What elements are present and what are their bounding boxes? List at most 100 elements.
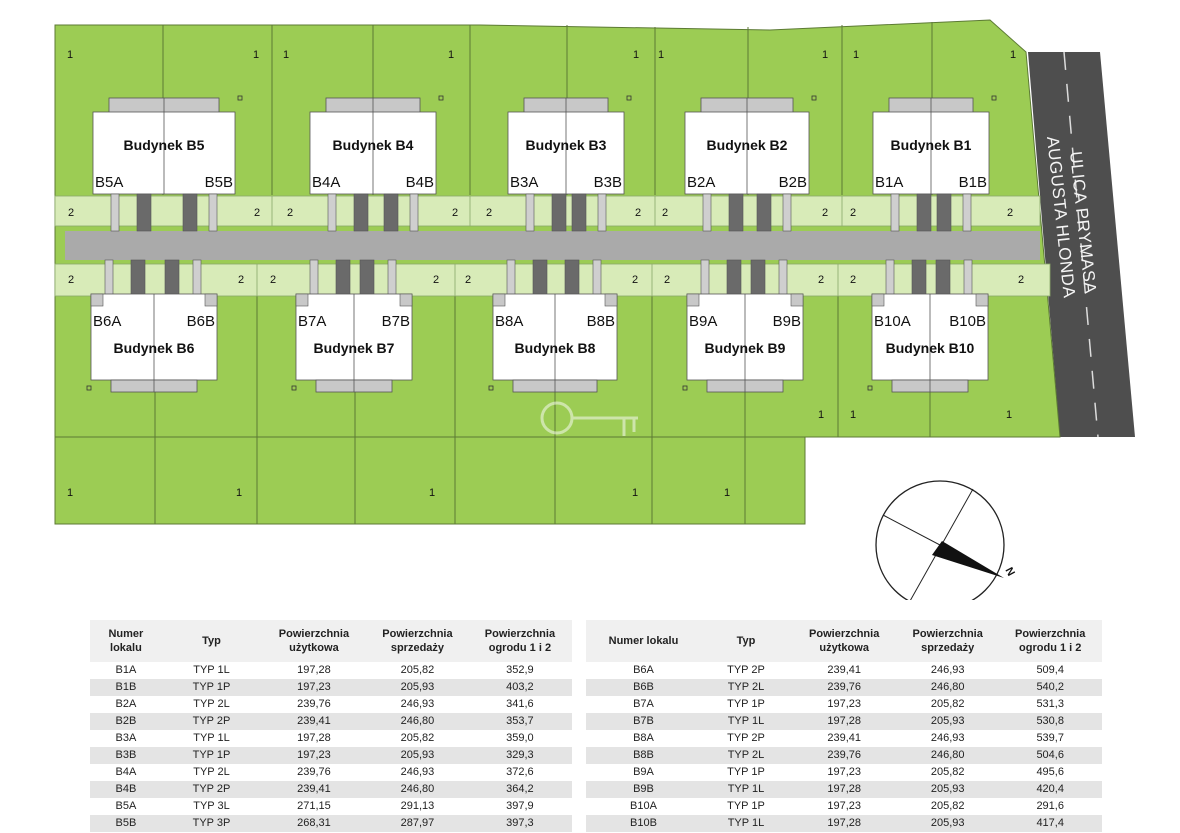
north-arrow-icon <box>932 541 1004 578</box>
table-cell: 239,41 <box>261 713 367 730</box>
plot-number-garden: 1 <box>236 487 242 499</box>
table-cell: 291,6 <box>1036 800 1064 812</box>
table-cell: TYP 2P <box>161 713 262 730</box>
table-cell: 197,28 <box>297 664 331 676</box>
plot-number-terrace: 2 <box>433 274 439 286</box>
plot-number-terrace: 2 <box>850 207 856 219</box>
table-cell: 539,7 <box>1036 732 1064 744</box>
table-cell: 530,8 <box>998 713 1102 730</box>
unit-label: B5B <box>205 174 233 191</box>
table-cell: 205,82 <box>400 664 435 676</box>
header-garden-area: Powierzchnia ogrodu 1 i 2 <box>998 620 1102 662</box>
unit-label: B3A <box>510 174 538 191</box>
terrace-strip-south <box>54 263 1051 297</box>
plot-number-terrace: 2 <box>1007 207 1013 219</box>
table-cell: 397,3 <box>468 815 572 832</box>
table-cell: 239,76 <box>791 747 897 764</box>
building-name: Budynek B9 <box>705 340 786 356</box>
table-cell: 403,2 <box>468 679 572 696</box>
plot-number-garden: 1 <box>818 409 824 421</box>
plot-number-garden: 1 <box>724 487 730 499</box>
table-cell: 205,82 <box>930 766 965 778</box>
key-logo-icon <box>540 401 638 436</box>
plot-number-garden: 1 <box>1006 409 1012 421</box>
unit-label: B1A <box>875 174 903 191</box>
building-name: Budynek B10 <box>886 340 975 356</box>
table-cell: 364,2 <box>468 781 572 798</box>
table-cell: 397,9 <box>506 800 534 812</box>
north-label: N <box>1003 565 1017 578</box>
unit-label: B10A <box>874 313 911 330</box>
table-cell: B10B <box>586 815 701 832</box>
table-cell: 246,80 <box>366 781 469 798</box>
table-cell: TYP 1L <box>700 815 792 832</box>
building-name: Budynek B1 <box>891 137 972 153</box>
table-cell: B1B <box>90 679 162 696</box>
plot-number-garden: 1 <box>850 409 856 421</box>
table-cell: B3A <box>115 732 137 744</box>
table-cell: 352,9 <box>506 664 534 676</box>
building-name: Budynek B8 <box>515 340 596 356</box>
table-cell: 291,13 <box>400 800 435 812</box>
plot-number-garden: 1 <box>67 487 73 499</box>
table-cell: 420,4 <box>998 781 1102 798</box>
table-cell: 205,93 <box>366 679 469 696</box>
unit-label: B3B <box>594 174 622 191</box>
plot-number-garden: 1 <box>429 487 435 499</box>
table-cell: 329,3 <box>468 747 572 764</box>
unit-label: B7B <box>382 313 410 330</box>
building-name: Budynek B2 <box>707 137 788 153</box>
table-cell: 246,80 <box>366 713 469 730</box>
plot-number-garden: 1 <box>1010 49 1016 61</box>
table-cell: 246,93 <box>400 766 435 778</box>
table-cell: TYP 3P <box>161 815 262 832</box>
table-cell: B5A <box>115 800 137 812</box>
unit-area-table: Numer lokalu Typ Powierzchnia użytkowa P… <box>90 620 1102 832</box>
table-cell: 197,23 <box>827 766 862 778</box>
unit-label: B6B <box>187 313 215 330</box>
building-name: Budynek B4 <box>333 137 414 153</box>
table-cell: TYP 1P <box>727 698 765 710</box>
plot-number-garden: 1 <box>67 49 73 61</box>
plot-number-garden: 1 <box>632 487 638 499</box>
table-cell: 287,97 <box>366 815 469 832</box>
plot-number-terrace: 2 <box>822 207 828 219</box>
table-cell: 495,6 <box>1036 766 1064 778</box>
plot-number-terrace: 2 <box>68 207 74 219</box>
plot-number-terrace: 2 <box>632 274 638 286</box>
unit-label: B2A <box>687 174 715 191</box>
plot-number-terrace: 2 <box>254 207 260 219</box>
table-cell: 531,3 <box>1036 698 1064 710</box>
table-cell: TYP 1P <box>161 747 262 764</box>
building-name: Budynek B3 <box>526 137 607 153</box>
unit-label: B5A <box>95 174 123 191</box>
table-cell: TYP 2L <box>193 698 230 710</box>
unit-label: B6A <box>93 313 121 330</box>
table-cell: TYP 1L <box>193 732 230 744</box>
plot-number-terrace: 2 <box>635 207 641 219</box>
table-cell: 509,4 <box>1036 664 1064 676</box>
table-cell: B1A <box>115 664 137 676</box>
table-cell: TYP 2P <box>727 664 765 676</box>
plot-number-terrace: 2 <box>662 207 668 219</box>
table-cell: B3B <box>90 747 162 764</box>
table-header-row: Numer lokalu Typ Powierzchnia użytkowa P… <box>90 620 1102 662</box>
plot-number-terrace: 2 <box>465 274 471 286</box>
unit-label: B7A <box>298 313 326 330</box>
plot-number-terrace: 2 <box>1018 274 1024 286</box>
table-cell: B7A <box>633 698 654 710</box>
table-cell: 239,41 <box>261 781 367 798</box>
table-cell: B10A <box>630 800 657 812</box>
header-usable-area: Powierzchnia użytkowa <box>261 620 367 662</box>
table-cell: B5B <box>90 815 162 832</box>
